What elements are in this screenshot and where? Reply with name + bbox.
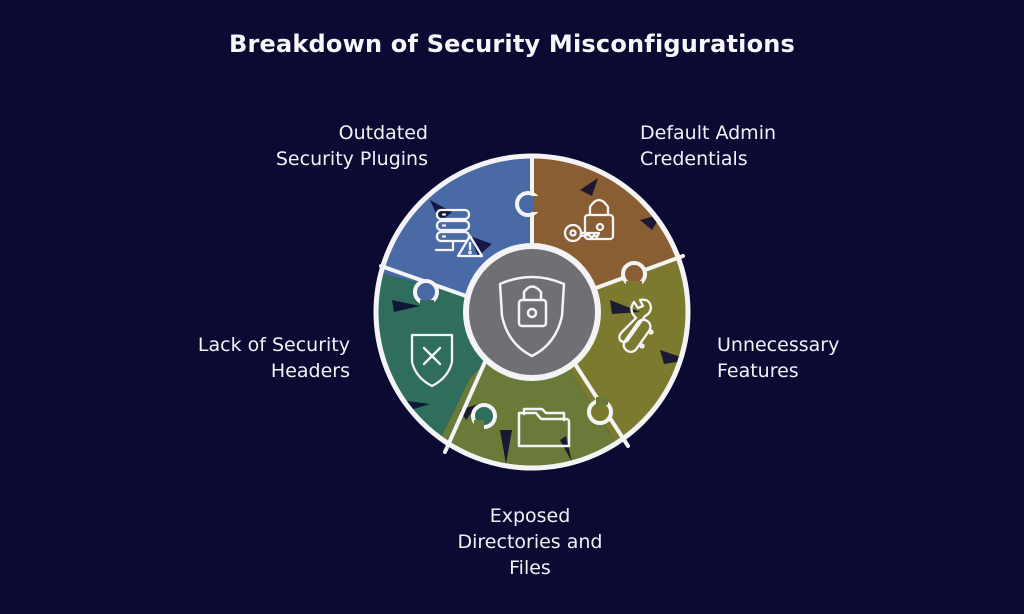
server-warning-icon: [434, 208, 484, 258]
label-outdated-plugins: Outdated Security Plugins: [276, 120, 428, 172]
tools-icon: [618, 298, 654, 353]
folder-open-icon: [517, 407, 571, 448]
label-line: Directories and: [457, 531, 603, 553]
label-line: Security Plugins: [275, 148, 428, 170]
diagram-title: Breakdown of Security Misconfigurations: [228, 30, 796, 58]
label-line: Files: [509, 557, 551, 579]
label-line: Default Admin: [640, 122, 777, 144]
label-line: Exposed: [489, 505, 571, 527]
label-unnecessary-features: Unnecessary Features: [717, 332, 839, 384]
center-hub: [463, 243, 601, 381]
label-default-credentials: Default Admin Credentials: [640, 120, 776, 172]
label-line: Features: [717, 360, 799, 382]
segment-exposed-directories: [420, 312, 640, 468]
shield-x-icon: [410, 333, 454, 388]
label-line: Headers: [270, 360, 350, 382]
label-exposed-directories: Exposed Directories and Files: [430, 503, 630, 581]
outer-ring: [373, 153, 691, 471]
label-line: Credentials: [640, 148, 748, 170]
label-line: Lack of Security: [197, 334, 350, 356]
label-line: Unnecessary: [717, 334, 840, 356]
label-security-headers: Lack of Security Headers: [198, 332, 350, 384]
lock-key-icon: [563, 198, 615, 243]
shield-lock-icon: [498, 275, 566, 358]
label-line: Outdated: [338, 122, 428, 144]
